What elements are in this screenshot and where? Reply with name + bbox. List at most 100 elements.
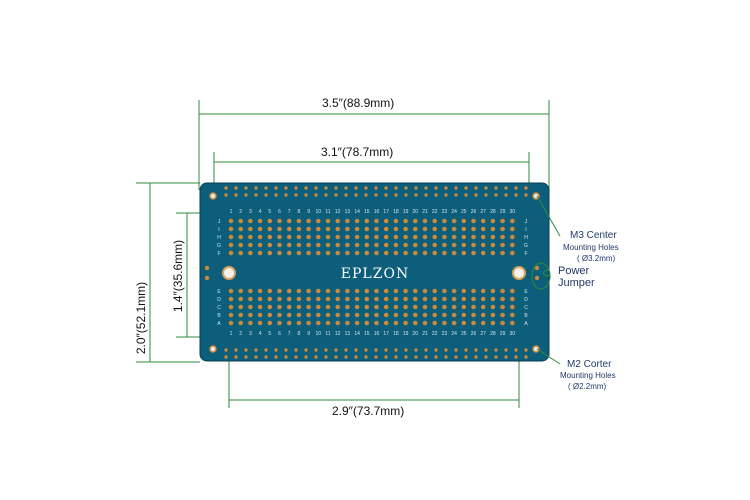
column-number-bottom: 23 [442,331,448,337]
rail-pad [324,348,328,352]
solder-pad [403,226,408,232]
solder-pad [422,218,428,224]
solder-pad [238,226,243,232]
rail-pad [274,186,278,190]
rail-pad [514,348,518,352]
solder-pad [490,312,496,318]
solder-pad [364,242,370,248]
column-number-bottom: 25 [461,331,467,337]
solder-pad [286,218,292,224]
power-rail-pads [224,186,528,359]
solder-pad [471,304,476,310]
solder-pad [306,234,311,240]
rail-pad [284,355,288,359]
solder-pad [442,250,447,256]
solder-pad [286,320,292,326]
solder-pad [257,226,263,232]
solder-pad [277,226,282,232]
rail-pad [494,355,498,359]
solder-pad [413,234,418,240]
solder-pad [480,234,486,240]
solder-pad [364,288,370,294]
solder-pad [306,288,311,294]
solder-pad [277,250,282,256]
solder-pad [374,218,379,224]
solder-pad [364,320,370,326]
column-number-top: 3 [249,209,252,215]
solder-pad [277,320,282,326]
solder-pad [277,242,282,248]
solder-pad [393,312,399,318]
solder-pad [471,288,476,294]
solder-pad [248,312,253,318]
solder-pad [403,218,408,224]
solder-pad [500,312,505,318]
solder-pad [451,296,457,302]
solder-pad [325,242,331,248]
column-number-bottom: 28 [490,331,496,337]
solder-pad [432,320,438,326]
rail-pad [374,355,378,359]
rail-pad [234,193,238,197]
solder-pad [316,288,321,294]
solder-pad [461,304,467,310]
solder-pad [461,288,467,294]
solder-pad [471,250,476,256]
rail-pad [414,193,418,197]
solder-pad [306,304,311,310]
solder-pad [257,320,263,326]
solder-pad [510,250,515,256]
solder-pad [325,288,331,294]
solder-pad [306,242,311,248]
solder-pad [422,242,428,248]
solder-pad [325,250,331,256]
solder-pad [345,218,350,224]
rail-pad [524,355,528,359]
rail-pad [514,355,518,359]
rail-pad [314,193,318,197]
rail-pad [384,355,388,359]
rail-pad [354,355,358,359]
solder-pad [490,288,496,294]
column-number-bottom: 5 [268,331,271,337]
rail-pad [444,348,448,352]
solder-pad [238,288,243,294]
solder-pad [364,312,370,318]
solder-pad [335,242,341,248]
solder-pad [451,218,457,224]
rail-pad [244,355,248,359]
rail-pad [254,355,258,359]
solder-pad [393,304,399,310]
solder-pad [325,234,331,240]
solder-pad [267,296,273,302]
solder-pad [354,218,360,224]
solder-pad [286,288,292,294]
solder-pad [257,234,263,240]
solder-pad [345,250,350,256]
solder-pad [413,312,418,318]
rail-pad [334,355,338,359]
column-number-bottom: 22 [432,331,438,337]
solder-pad [354,320,360,326]
rail-pad [404,348,408,352]
power-jumper-line1: Power [558,265,590,277]
rail-pad [524,186,528,190]
solder-pad [510,312,515,318]
column-number-top: 17 [383,209,389,215]
solder-pad [296,218,302,224]
rail-pad [304,193,308,197]
rail-pad [464,355,468,359]
solder-pad [383,226,389,232]
rail-pad [484,193,488,197]
column-number-bottom: 30 [510,331,516,337]
solder-pad [403,288,408,294]
rail-pad [344,355,348,359]
solder-pad [461,320,467,326]
solder-pad [277,234,282,240]
rail-pad [364,348,368,352]
column-number-top: 24 [451,209,457,215]
solder-pad [413,226,418,232]
rail-pad [254,193,258,197]
dim-height-1-4: 1.4″(35.6mm) [171,240,185,312]
solder-pad [500,218,505,224]
